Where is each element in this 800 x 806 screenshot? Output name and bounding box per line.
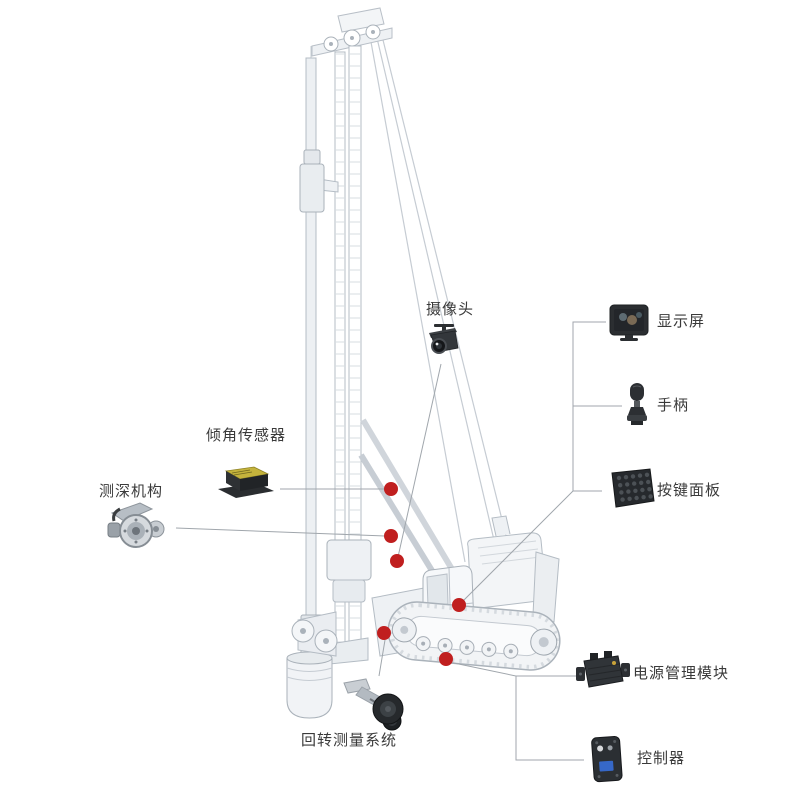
power-module-label: 电源管理模块 (633, 664, 730, 682)
cab-leader (462, 490, 574, 602)
marker-cab (452, 598, 466, 612)
camera-icon (429, 324, 459, 354)
controller-icon (591, 735, 623, 783)
display-icon (609, 304, 649, 341)
cathead-sheaves (291, 611, 338, 657)
rotary-drive (326, 539, 372, 603)
callout-lines (175, 321, 622, 761)
rotary-system-icon (343, 678, 404, 731)
stay-cables (370, 37, 513, 563)
display-label: 显示屏 (657, 312, 706, 330)
auger-casing (286, 651, 333, 719)
bottom-right-bracket (448, 661, 584, 761)
crawler-track (387, 601, 561, 671)
depth-leader (175, 527, 386, 537)
marker-depth-winch (384, 529, 398, 543)
marker-track (439, 652, 453, 666)
right-bracket (572, 321, 622, 492)
marker-mast-joint (390, 554, 404, 568)
controller-label: 控制器 (637, 749, 686, 767)
marker-mast-foot (377, 626, 391, 640)
drill-rig-illustration (286, 7, 561, 719)
tilt-sensor-icon (218, 466, 274, 498)
rotary-system-label: 回转测量系统 (301, 731, 398, 749)
camera-leader (397, 363, 442, 558)
mast-crown (311, 7, 393, 57)
depth-gauge-label: 测深机构 (99, 482, 164, 500)
power-module-icon (576, 651, 630, 688)
marker-camera-mount (384, 482, 398, 496)
tilt-sensor-label: 倾角传感器 (206, 426, 287, 444)
marker-dots (377, 482, 466, 666)
rotary-leader (378, 639, 386, 677)
keypad-label: 按键面板 (657, 481, 722, 499)
keypad-icon (611, 468, 655, 508)
mast (329, 45, 369, 665)
camera-label: 摄像头 (426, 300, 475, 318)
joystick-icon (627, 383, 647, 425)
handle-label: 手柄 (657, 396, 690, 414)
depth-gauge-icon (107, 502, 165, 548)
